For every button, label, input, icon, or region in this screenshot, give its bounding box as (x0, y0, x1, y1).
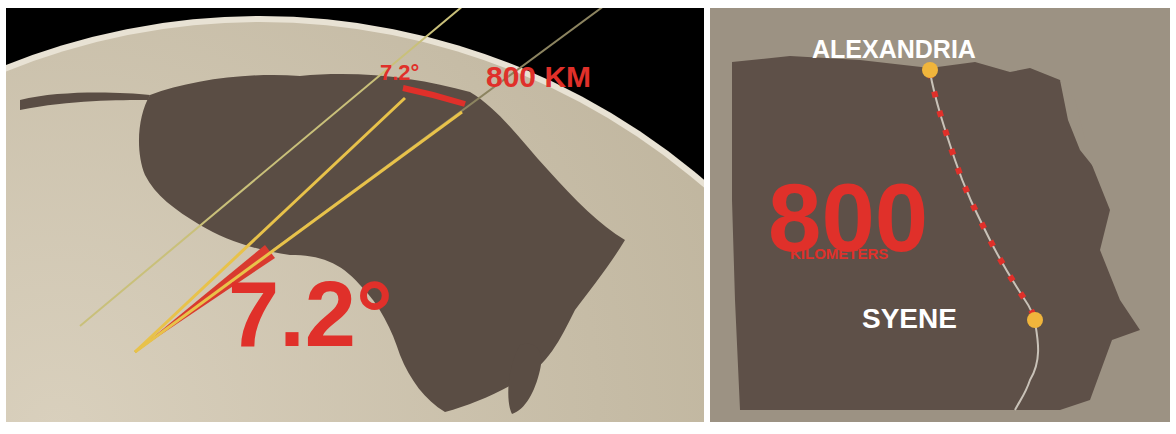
egypt-map (732, 56, 1140, 410)
angle-label: 7.2° (380, 62, 419, 84)
africa (139, 74, 625, 412)
city-name: ALEXANDRIA (812, 37, 976, 62)
globe (6, 22, 704, 422)
city-name: SYENE (862, 305, 957, 333)
arc-length (403, 88, 465, 104)
globe-rim (6, 16, 704, 422)
city-dot (922, 62, 938, 78)
distance-label: 800 KM (486, 62, 591, 92)
right-panel (710, 8, 1170, 422)
distance-dots (930, 72, 1035, 320)
madagascar (508, 344, 541, 414)
europe-edge (20, 93, 150, 110)
angle-label: 7.2° (228, 268, 393, 360)
nile-river (930, 72, 1038, 410)
unit-label: KILOMETERS (790, 246, 888, 261)
gulf (1060, 80, 1100, 175)
city-dot (1027, 312, 1043, 328)
